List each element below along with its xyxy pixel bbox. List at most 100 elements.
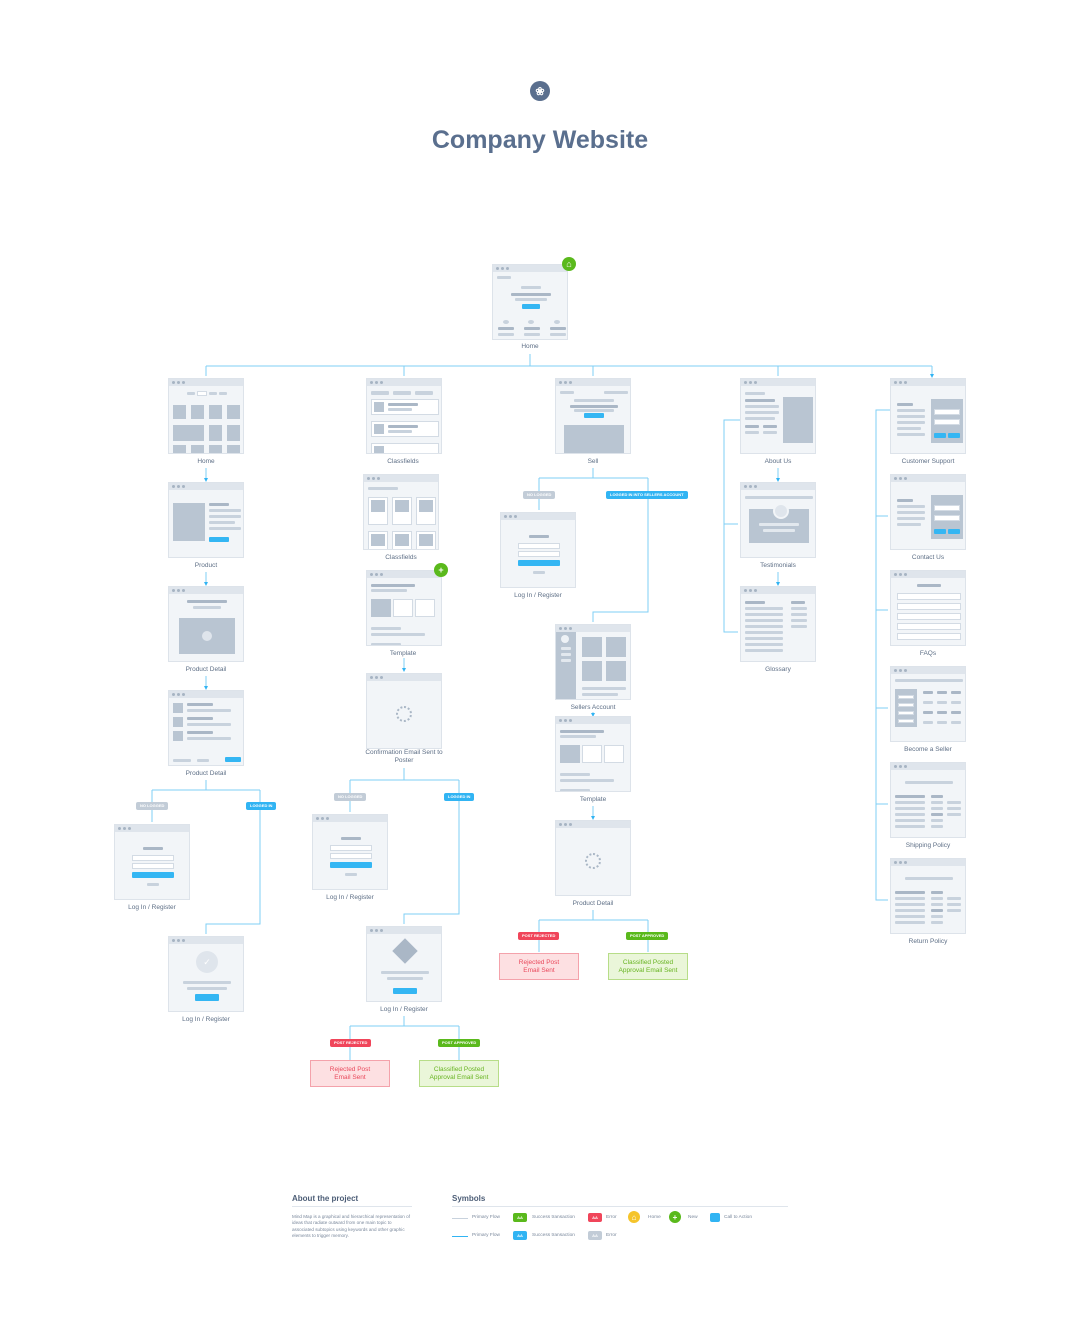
frame-label: Glossary	[765, 666, 791, 673]
new-icon: +	[669, 1211, 681, 1223]
avatar	[773, 503, 789, 519]
no-logged-tag: No Logged	[334, 793, 367, 801]
brand-logo: ❀	[530, 81, 550, 101]
wireframe-product-detail-video[interactable]	[168, 586, 244, 662]
legend-label: Home	[648, 1215, 661, 1220]
new-icon: +	[434, 563, 448, 577]
loading-spinner-icon	[396, 706, 412, 722]
wireframe-login-sell[interactable]	[500, 512, 576, 588]
wireframe-faqs[interactable]	[890, 570, 966, 646]
post-approved-tag: Post Approved	[438, 1039, 481, 1047]
legend-label: Error	[606, 1233, 617, 1238]
wireframe-become-seller[interactable]	[890, 666, 966, 742]
frame-label: Testimonials	[760, 562, 796, 569]
no-logged-tag: No Logged	[523, 491, 556, 499]
home-icon: ⌂	[628, 1211, 640, 1223]
frame-label: Classfields	[387, 458, 419, 465]
avatar	[561, 635, 569, 643]
logged-into-sellers-tag: Logged In Into Sellers Account	[606, 491, 688, 499]
error-chip-gray: AA	[588, 1231, 602, 1240]
wireframe-login-mid[interactable]	[312, 814, 388, 890]
call-to-action-swatch	[710, 1213, 720, 1222]
wireframe-login-success[interactable]: ✓	[168, 936, 244, 1012]
wireframe-glossary[interactable]	[740, 586, 816, 662]
approval-email-box: Classified Posted Approval Email Sent	[608, 953, 688, 980]
wireframe-product-detail-right[interactable]	[555, 820, 631, 896]
frame-label: Template	[579, 796, 607, 803]
wireframe-product[interactable]	[168, 482, 244, 558]
success-chip: AA	[513, 1213, 527, 1222]
wireframe-home[interactable]	[168, 378, 244, 454]
frame-label: Template	[389, 650, 417, 657]
play-icon	[202, 631, 212, 641]
legend-label: New	[688, 1215, 698, 1220]
wireframe-template-left[interactable]	[366, 570, 442, 646]
frame-label: About Us	[764, 458, 792, 465]
primary-flow-plain-icon	[452, 1218, 468, 1219]
rejected-post-email-box: Rejected Post Email Sent	[310, 1060, 390, 1087]
wireframe-classfields-grid[interactable]	[363, 474, 439, 550]
home-icon: ⌂	[562, 257, 576, 271]
divider	[452, 1206, 788, 1207]
wireframe-return-policy[interactable]	[890, 858, 966, 934]
frame-label: Log In / Register	[128, 904, 176, 911]
frame-label: Log In / Register	[380, 1006, 428, 1013]
frame-label: Return Policy	[908, 938, 948, 945]
frame-label: Become a Seller	[904, 746, 952, 753]
loading-spinner-icon	[585, 853, 601, 869]
symbols-heading: Symbols	[452, 1194, 486, 1203]
legend-label: Primary Flow	[472, 1215, 500, 1220]
frame-label: Home	[197, 458, 215, 465]
legend-label: Primary Flow	[472, 1233, 500, 1238]
legend-label: Error	[606, 1215, 617, 1220]
wireframe-about-us[interactable]	[740, 378, 816, 454]
approval-email-box: Classified Posted Approval Email Sent	[419, 1060, 499, 1087]
divider	[292, 1206, 412, 1207]
about-text: Mind Map is a graphical and hierarchical…	[292, 1214, 410, 1238]
mail-icon	[392, 938, 418, 964]
frame-label: FAQs	[919, 650, 937, 657]
no-logged-tag: No Logged	[136, 802, 169, 810]
wireframe-contact-us[interactable]	[890, 474, 966, 550]
logged-in-tag: Logged In	[246, 802, 277, 810]
frame-label: Classfields	[385, 554, 417, 561]
frame-label: Contact Us	[911, 554, 945, 561]
wireframe-home-root[interactable]	[492, 264, 568, 340]
wireframe-testimonials[interactable]	[740, 482, 816, 558]
logged-in-tag: Logged In	[444, 793, 475, 801]
post-rejected-tag: Post Rejected	[330, 1039, 372, 1047]
legend-label: Success transaction	[532, 1233, 575, 1238]
wireframe-sellers-account[interactable]	[555, 624, 631, 700]
frame-label: Confirmation Email Sent to Poster	[365, 749, 443, 764]
post-approved-tag: Post Approved	[626, 932, 669, 940]
wireframe-product-detail-list[interactable]	[168, 690, 244, 766]
rejected-post-email-box: Rejected Post Email Sent	[499, 953, 579, 980]
wireframe-customer-support[interactable]	[890, 378, 966, 454]
frame-label: Product Detail	[185, 770, 227, 777]
check-icon: ✓	[196, 951, 218, 973]
wireframe-template-right[interactable]	[555, 716, 631, 792]
frame-label: Product Detail	[185, 666, 227, 673]
success-chip-blue: AA	[513, 1231, 527, 1240]
post-rejected-tag: Post Rejected	[518, 932, 560, 940]
wireframe-confirmation[interactable]	[366, 673, 442, 749]
frame-label: Product	[194, 562, 218, 569]
wireframe-login-left[interactable]	[114, 824, 190, 900]
primary-flow-arrow-icon	[452, 1236, 468, 1237]
frame-label: Home	[521, 343, 539, 350]
frame-label: Shipping Policy	[905, 842, 951, 849]
legend-label: Success transaction	[532, 1215, 575, 1220]
frame-label: Customer Support	[901, 458, 955, 465]
frame-label: Log In / Register	[182, 1016, 230, 1023]
wireframe-classfields-list[interactable]	[366, 378, 442, 454]
legend-label: Call to Action	[724, 1215, 752, 1220]
frame-label: Sellers Account	[570, 704, 616, 711]
frame-label: Sell	[587, 458, 599, 465]
wireframe-shipping-policy[interactable]	[890, 762, 966, 838]
wireframe-login-mail[interactable]	[366, 926, 442, 1002]
wireframe-sell[interactable]	[555, 378, 631, 454]
error-chip: AA	[588, 1213, 602, 1222]
frame-label: Log In / Register	[514, 592, 562, 599]
frame-label: Log In / Register	[326, 894, 374, 901]
